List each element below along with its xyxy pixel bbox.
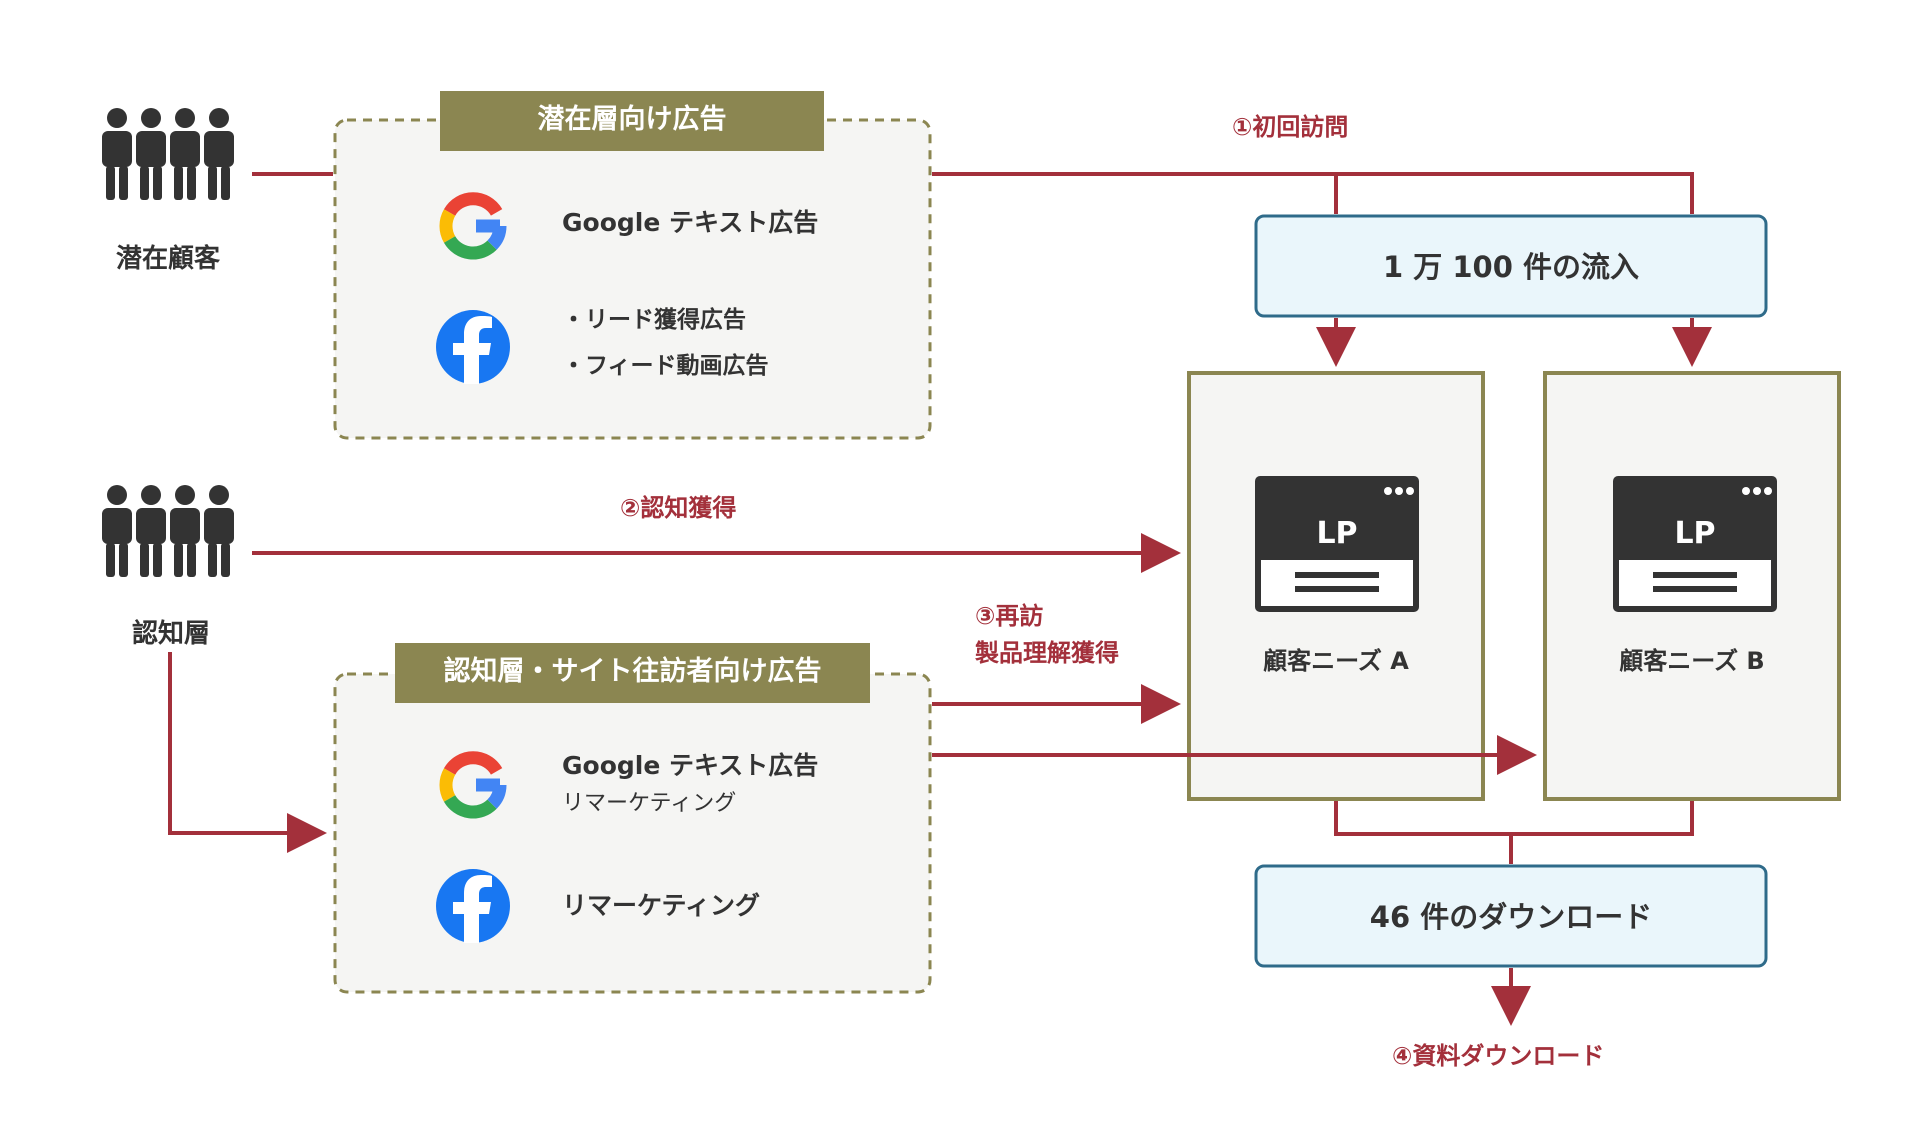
downloads-metric-box	[1254, 864, 1768, 968]
awareness-ads-title: 認知層・サイト往訪者向け広告	[443, 656, 822, 687]
step-label-product-understanding: 製品理解獲得	[975, 639, 1119, 667]
step-label-revisit: ③再訪	[975, 602, 1044, 630]
step-label-awareness: ②認知獲得	[620, 494, 737, 522]
awareness-ads-title-tab	[395, 643, 870, 703]
facebook-logo-icon	[436, 869, 510, 943]
step-label-download: ④資料ダウンロード	[1392, 1042, 1605, 1070]
awareness-google-text-ad: Google テキスト広告	[562, 751, 819, 780]
latent-ads-title-tab	[440, 91, 824, 151]
awareness-google-remarketing: リマーケティング	[562, 791, 737, 816]
inflow-metric: 1 万 100 件の流入	[1382, 250, 1639, 284]
lp-badge-a: LP	[1316, 516, 1357, 551]
latent-ads-panel	[333, 118, 932, 440]
lp-label-b: 顧客ニーズ B	[1619, 647, 1765, 675]
latent-google-text-ad: Google テキスト広告	[562, 208, 819, 237]
people-icon	[102, 108, 234, 200]
inflow-metric-box	[1254, 214, 1768, 318]
step-label-first-visit: ①初回訪問	[1232, 113, 1349, 141]
awareness-fb-remarketing: リマーケティング	[562, 891, 761, 920]
flow-connectors	[168, 172, 1712, 1026]
segment-label-awareness: 認知層	[132, 619, 211, 649]
latent-fb-item-lead: ・リード獲得広告	[562, 307, 746, 333]
lp-label-a: 顧客ニーズ A	[1263, 647, 1409, 675]
latent-ads-title: 潜在層向け広告	[537, 104, 727, 135]
people-icon	[102, 485, 234, 577]
downloads-metric: 46 件のダウンロード	[1369, 900, 1653, 934]
segment-label-latent: 潜在顧客	[116, 244, 221, 274]
lp-badge-b: LP	[1674, 516, 1715, 551]
latent-fb-item-video: ・フィード動画広告	[562, 353, 769, 379]
facebook-logo-icon	[436, 310, 510, 384]
awareness-ads-panel	[333, 672, 932, 994]
